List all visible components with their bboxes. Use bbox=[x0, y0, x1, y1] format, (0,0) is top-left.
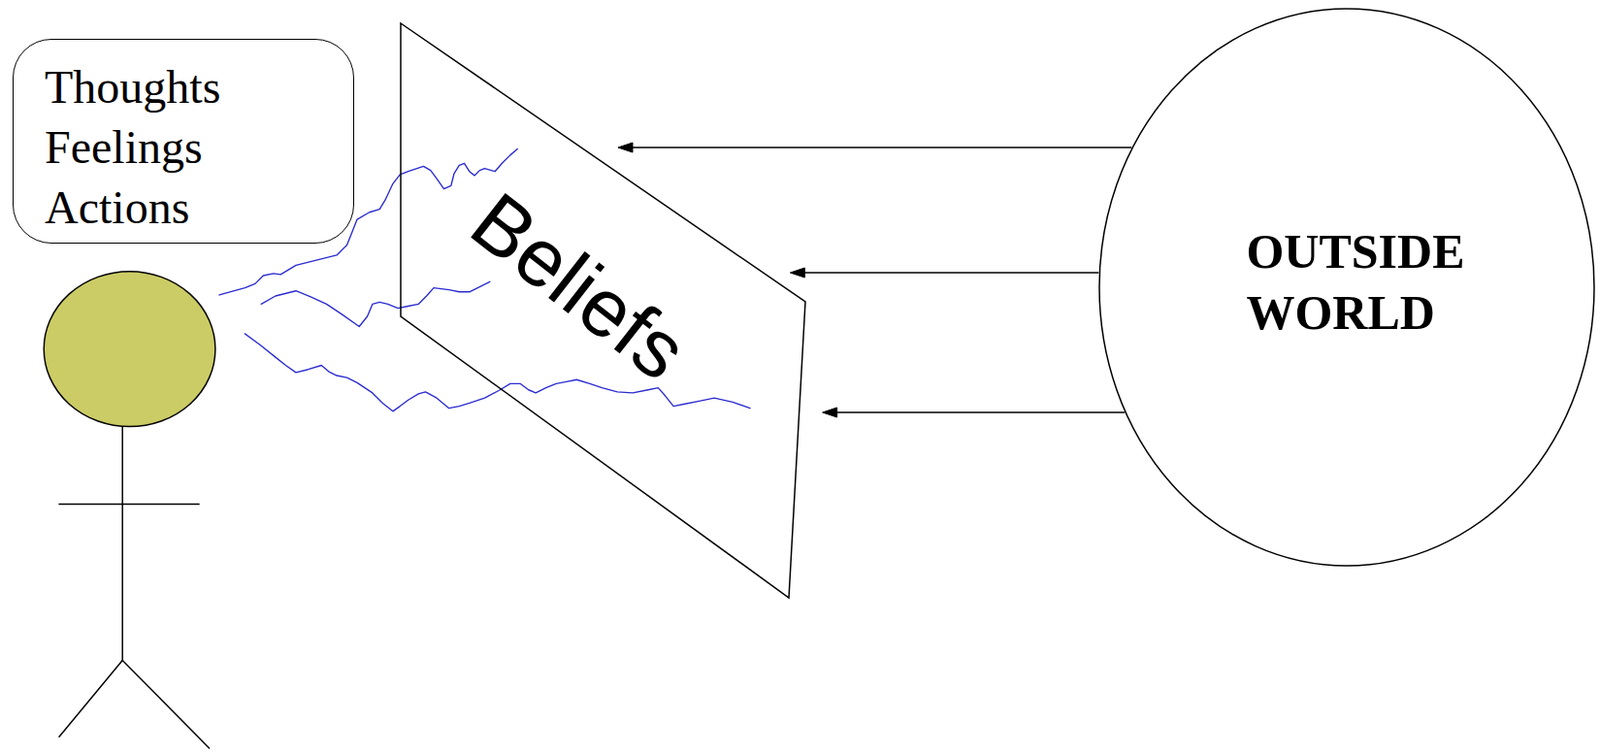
box-line: Actions bbox=[44, 177, 190, 238]
arrow-line bbox=[837, 411, 1125, 414]
wave-line bbox=[261, 281, 490, 327]
figure-leg bbox=[122, 659, 209, 748]
figure-arms bbox=[59, 503, 199, 505]
circle-label: OUTSIDE WORLD bbox=[1245, 221, 1465, 344]
arrow-line bbox=[632, 146, 1132, 149]
arrow-head bbox=[618, 142, 633, 153]
box-line: Feelings bbox=[44, 117, 203, 178]
stick-figure bbox=[43, 271, 216, 749]
plane-label: Beliefs bbox=[457, 178, 701, 393]
arrow-line bbox=[804, 271, 1099, 274]
plane-shape bbox=[400, 23, 806, 598]
input-arrow bbox=[822, 407, 1125, 418]
arrow-head bbox=[822, 407, 838, 418]
input-arrow bbox=[789, 267, 1099, 278]
figure-body bbox=[121, 426, 123, 661]
world-circle: OUTSIDE WORLD bbox=[1098, 7, 1596, 567]
thoughts-box: ThoughtsFeelingsActions bbox=[12, 38, 355, 244]
box-line: Thoughts bbox=[44, 57, 221, 118]
beliefs-plane: Beliefs bbox=[400, 23, 806, 598]
circle-shape bbox=[1099, 8, 1595, 566]
figure-leg bbox=[59, 659, 123, 737]
arrow-head bbox=[789, 267, 805, 278]
input-arrow bbox=[618, 142, 1132, 153]
figure-head bbox=[43, 271, 216, 427]
